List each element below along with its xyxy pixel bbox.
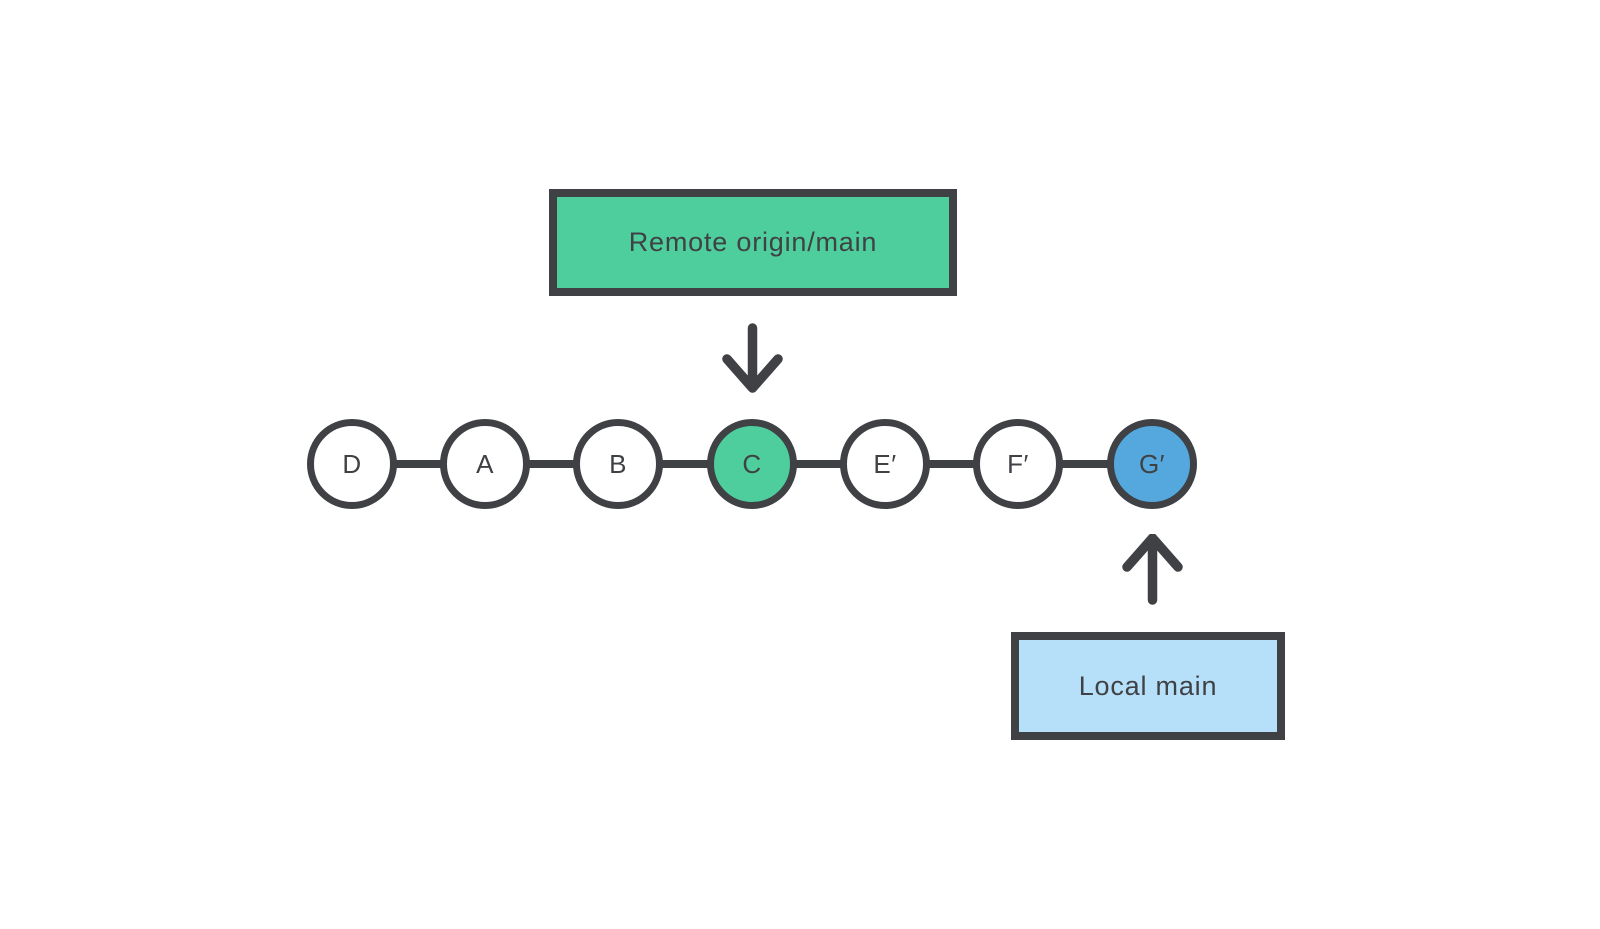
commit-node-a: A xyxy=(440,419,530,509)
remote-branch-label: Remote origin/main xyxy=(628,227,878,257)
commit-label: B xyxy=(609,448,627,479)
commit-node-d: D xyxy=(307,419,397,509)
commit-label: C xyxy=(742,448,762,479)
arrow-up-icon xyxy=(1122,534,1183,605)
local-branch-label: Local main xyxy=(1078,670,1218,701)
commit-label: E′ xyxy=(873,448,897,479)
commit-label: G′ xyxy=(1138,448,1166,479)
local-branch-label-box: Local main xyxy=(1011,632,1285,740)
remote-branch-label-box: Remote origin/main xyxy=(549,189,957,296)
commit-node-b: B xyxy=(573,419,663,509)
commit-node-c: C xyxy=(707,419,797,509)
commit-node-e-prime: E′ xyxy=(840,419,930,509)
arrow-down-icon xyxy=(722,323,783,393)
commit-node-g-prime: G′ xyxy=(1107,419,1197,509)
commit-label: F′ xyxy=(1007,448,1029,479)
commit-label: D xyxy=(342,448,362,479)
commit-label: A xyxy=(476,448,494,479)
commit-node-f-prime: F′ xyxy=(973,419,1063,509)
